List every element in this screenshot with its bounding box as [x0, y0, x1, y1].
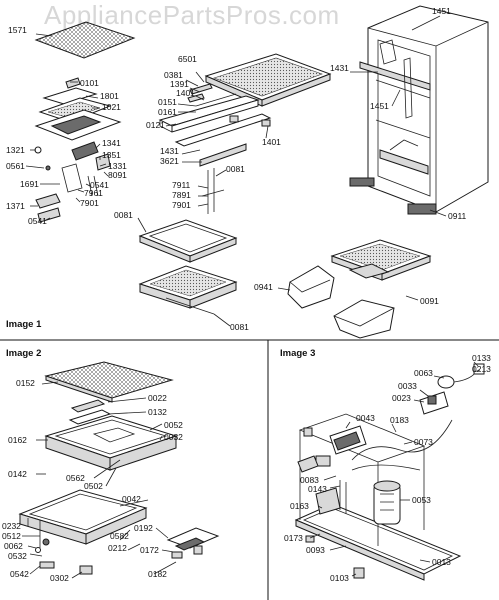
crisper-cover — [204, 53, 332, 107]
image-1-drawing — [34, 5, 489, 339]
callout-label: 0023 — [392, 393, 411, 403]
callout-label: 0032 — [164, 432, 183, 442]
callout-label: 0033 — [398, 381, 417, 391]
callout-label: 0063 — [414, 368, 433, 378]
callout-label: 0022 — [148, 393, 167, 403]
callout-label: 1401 — [262, 137, 281, 147]
callout-label: 1801 — [100, 91, 119, 101]
callout-label: 0172 — [140, 545, 159, 555]
callout-label: 1691 — [20, 179, 39, 189]
callout-label: 1401 — [176, 88, 195, 98]
callout-label: 1431 — [330, 63, 349, 73]
callout-label: 0091 — [420, 296, 439, 306]
callout-label: 0173 — [284, 533, 303, 543]
callout-label: 1341 — [102, 138, 121, 148]
callout-label: 0213 — [472, 364, 491, 374]
callout-label: 1571 — [8, 25, 27, 35]
panel-title-image-2: Image 2 — [6, 348, 41, 359]
panel-dividers — [0, 339, 499, 600]
callout-label: 1451 — [432, 6, 451, 16]
callout-label: 0103 — [330, 573, 349, 583]
refrigerator-cabinet — [349, 5, 489, 215]
callout-label: 1371 — [6, 201, 25, 211]
callout-label: 1431 — [160, 146, 179, 156]
callout-label: 1451 — [370, 101, 389, 111]
callout-label: 0512 — [2, 531, 21, 541]
callout-label: 0192 — [134, 523, 153, 533]
image-2-drawing — [18, 361, 220, 575]
callout-label: 0163 — [290, 501, 309, 511]
panel-title-image-1: Image 1 — [6, 319, 42, 330]
callout-label: 0212 — [108, 543, 127, 553]
callout-label: 3621 — [160, 156, 179, 166]
callout-label: 0143 — [308, 484, 327, 494]
image-3-leader-lines — [309, 361, 481, 577]
callout-label: 0121 — [146, 120, 165, 130]
callout-label: 1331 — [108, 161, 127, 171]
callout-label: 0562 — [66, 473, 85, 483]
callout-label: 0083 — [300, 475, 319, 485]
callout-label: 0043 — [356, 413, 375, 423]
callout-label: 0133 — [472, 353, 491, 363]
image-3-drawing — [294, 363, 485, 581]
callout-label: 7911 — [172, 180, 191, 190]
callout-label: 0132 — [148, 407, 167, 417]
callout-label: 0152 — [16, 378, 35, 388]
panel-title-image-3: Image 3 — [280, 348, 315, 359]
callout-label: 0162 — [8, 435, 27, 445]
callout-label: 0142 — [8, 469, 27, 479]
callout-label: 1021 — [102, 102, 121, 112]
shelf-glass-top — [34, 21, 136, 59]
callout-label: 7961 — [84, 188, 103, 198]
image-1-callouts: 1571 1451 1431 1451 6501 0381 1391 1401 … — [6, 6, 467, 332]
callout-label: 0182 — [148, 569, 167, 579]
callout-label: 0093 — [306, 545, 325, 555]
callout-label: 0302 — [50, 573, 69, 583]
callout-label: 0062 — [4, 541, 23, 551]
callout-label: 1391 — [170, 79, 189, 89]
callout-label: 0053 — [412, 495, 431, 505]
callout-label: 0073 — [414, 437, 433, 447]
callout-label: 0101 — [80, 78, 99, 88]
image-1-leader-lines — [25, 15, 447, 327]
callout-label: 0151 — [158, 97, 177, 107]
control-housing — [34, 77, 122, 223]
callout-label: 0532 — [8, 551, 27, 561]
callout-label: 7901 — [172, 200, 191, 210]
divider-posts — [201, 168, 225, 214]
crisper-pans — [287, 239, 432, 339]
callout-label: 7901 — [80, 198, 99, 208]
callout-label: 0911 — [448, 211, 467, 221]
callout-label: 0541 — [28, 216, 47, 226]
callout-label: 1321 — [6, 145, 25, 155]
callout-label: 0502 — [84, 481, 103, 491]
callout-label: 6501 — [178, 54, 197, 64]
callout-label: 0381 — [164, 70, 183, 80]
callout-label: 0183 — [390, 415, 409, 425]
image-2-leader-lines — [22, 381, 177, 579]
callout-label: 0081 — [230, 322, 249, 332]
image-3-callouts: 0133 0213 0063 0033 0023 0043 0183 0073 … — [284, 353, 491, 583]
bottom-shelf — [138, 265, 238, 315]
callout-label: 0161 — [158, 107, 177, 117]
callout-label: 0582 — [110, 531, 129, 541]
callout-label: 1351 — [102, 150, 121, 160]
callout-label: 0013 — [432, 557, 451, 567]
callout-label: 0081 — [226, 164, 245, 174]
callout-label: 0541 — [90, 180, 109, 190]
callout-label: 0081 — [114, 210, 133, 220]
image-2-callouts: 0152 0022 0132 0052 0032 0162 0562 0142 … — [2, 378, 183, 583]
callout-label: 7891 — [172, 190, 191, 200]
callout-label: 0052 — [164, 420, 183, 430]
callout-label: 0232 — [2, 521, 21, 531]
callout-label: 0941 — [254, 282, 273, 292]
callout-label: 0542 — [10, 569, 29, 579]
callout-label: 0561 — [6, 161, 25, 171]
shelf-frame — [158, 83, 272, 167]
callout-label: 0042 — [122, 494, 141, 504]
middle-shelf — [138, 219, 238, 263]
callout-label: 8091 — [108, 170, 127, 180]
